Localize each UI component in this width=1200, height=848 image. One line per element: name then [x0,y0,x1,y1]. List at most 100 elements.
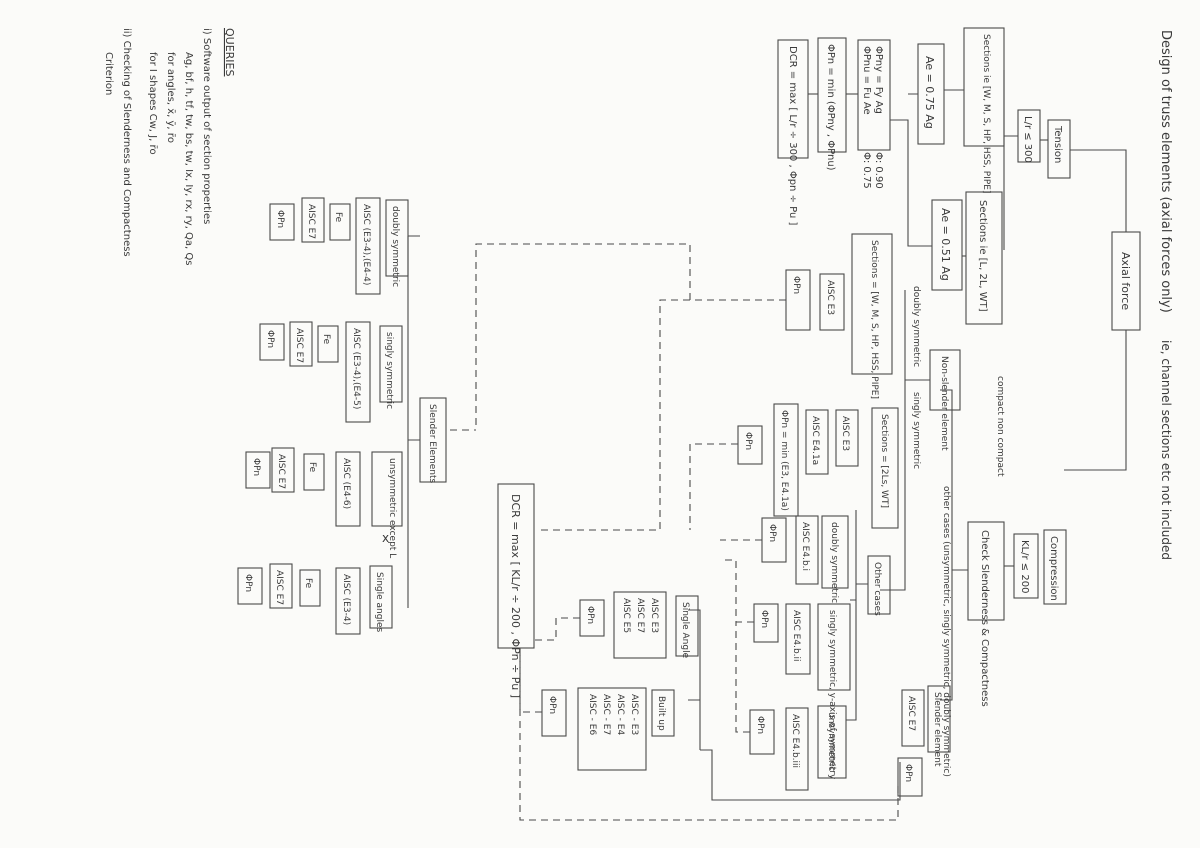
root-connector [1064,149,1127,471]
singly-aisc-e3: AISC E3 [840,416,850,451]
unsym-box [817,705,847,779]
slender-singly-e7-box [289,321,313,367]
other-doubly-box [821,515,849,589]
other-split [846,510,868,721]
tension-dcr: DCR = max [ L/r ÷ 300 , Φpn ÷ Pu ] [787,46,798,225]
tension-box [1047,119,1071,179]
built-up-aisc-1: AISC - E3 [629,694,639,735]
yield-box [857,39,891,151]
wmship-aisc-e3: AISC E3 [825,280,835,315]
slender-singly-fe-box [317,325,339,363]
page-title: Design of truss elements (axial forces o… [1158,30,1173,313]
tension-split [1003,70,1018,250]
wmship-phi: ΦPn [791,276,801,294]
slender-elements-label: Slender Elements [427,404,437,484]
built-up-phi: ΦPn [547,696,557,714]
angle-builtup-connector [688,609,901,801]
singly-y-box [817,603,851,691]
single-angle-box [675,595,699,657]
slender-unsym-phi-box [245,451,271,489]
query-1-line-3: for angles, x̄, ȳ, r̄o [165,52,176,143]
other-cases-box [867,555,891,615]
slender-doubly-e7: AISC E7 [306,204,316,239]
slender-doubly-aisc-box [355,197,381,295]
ae-second-box [931,199,963,291]
single-angle-aisc-box [613,591,667,659]
compression-slenderness: KL/r ≤ 200 [1019,540,1030,593]
doubly-note: doubly symmetric [911,286,921,367]
min-eq-box [817,37,847,153]
slender-unsym-fe-box [303,453,325,491]
slender-unsym-e7-box [271,447,295,493]
min-eq: ΦPn = min (ΦPny , ΦPnu) [825,44,836,171]
compression-sections-angles-box [871,407,899,529]
tension-sections-angles: Sections ie [L, 2L, WT] [977,200,988,312]
dash-singly-y-dcr [720,559,754,623]
tension-label: Tension [1052,125,1063,163]
single-angle-aisc-1: AISC E3 [649,598,659,633]
slender-aisc-box [901,689,925,747]
single-angle-phi: ΦPn [585,606,595,624]
compression-box [1043,529,1067,605]
slender-single: Single angles [374,572,384,632]
query-1-line-1: i) Software output of section properties [201,28,212,224]
page-title-note: ie, channel sections etc not included [1159,340,1173,560]
singly-aisc-e4: AISC E4.1a [810,416,820,465]
dash-builtup-dcr [519,648,542,713]
slender-unsym-phi: ΦPn [251,458,261,476]
singly-y-phi: ΦPn [759,610,769,628]
singly-y: singly symmetric, y-axis of symmetry [827,610,837,780]
built-up-aisc-2: AISC - E4 [615,694,625,735]
compression-sections-angles: Sections = [2Ls, WT] [879,414,889,508]
built-up-aisc-3: AISC - E7 [601,694,611,735]
compression-dcr: DCR = max [ KL/r ÷ 200 , ΦPn ÷ Pu ] [509,494,522,698]
tension-dcr-box [777,39,809,159]
singly-y-phi-box [753,603,779,643]
other-doubly-phi: ΦPn [767,524,777,542]
rupture-phi: Φ: 0.75 [861,152,872,189]
compression-label: Compression [1048,536,1059,601]
ae-second: Ae = 0.51 Ag [939,208,952,281]
other-doubly-aisc-box [795,515,819,585]
unsym-label: unsymmetric [826,712,836,771]
yield-eq: ΦPny = Fy Ag [873,46,884,114]
ae-to-yield [890,93,932,247]
slender-unsym: unsymmetric except L [387,458,397,558]
slender-phi: ΦPn [903,764,913,782]
singly-phi-box [737,425,763,465]
slender-doubly-aisc: AISC (E3-4),(E4-4) [361,204,371,285]
slender-single-fe: Fe [303,578,313,589]
compression-dcr-box [497,483,535,649]
slender-doubly-fe: Fe [333,212,343,223]
singly-y-aisc-box [785,603,811,675]
axial-force-label: Axial force [1119,252,1132,310]
slender-unsym-fe: Fe [307,462,317,473]
slender-branch-split [407,235,420,608]
query-1-line-4: for I shapes Cw, J, r̄o [147,52,158,155]
built-up-box [651,689,675,737]
ae-first: Ae = 0.75 Ag [923,56,936,129]
unsym-aisc-box [785,707,809,791]
check-slenderness: Check Slenderness & Compactness [979,530,990,707]
other-doubly-aisc: AISC E4.b.i [800,522,810,571]
query-2-line-2: Criterion [103,52,114,95]
slender-single-aisc: AISC (E3-4) [341,574,351,625]
slender-element-box [927,685,951,753]
slender-singly: singly symmetric [384,332,394,409]
slender-doubly-box [385,199,409,277]
slender-unsym-aisc-box [335,451,361,527]
other-doubly: doubly symmetric [829,522,839,603]
slender-cross: x [382,531,389,545]
tension-sections-angles-box [965,191,1003,325]
singly-min: ΦPn = min (E3, E4.1a) [779,410,789,511]
dash-unsym-dcr [735,622,750,733]
slender-unsym-aisc: AISC (E4-6) [341,458,351,509]
slender-single-box [369,565,393,629]
singly-y-aisc: AISC E4.b.ii [791,610,801,662]
queries-title: QUERIES [223,28,236,76]
check-split [940,389,968,701]
non-slender-label: Non-slender element [939,356,949,451]
singly-aisc-e3-box [835,409,859,467]
